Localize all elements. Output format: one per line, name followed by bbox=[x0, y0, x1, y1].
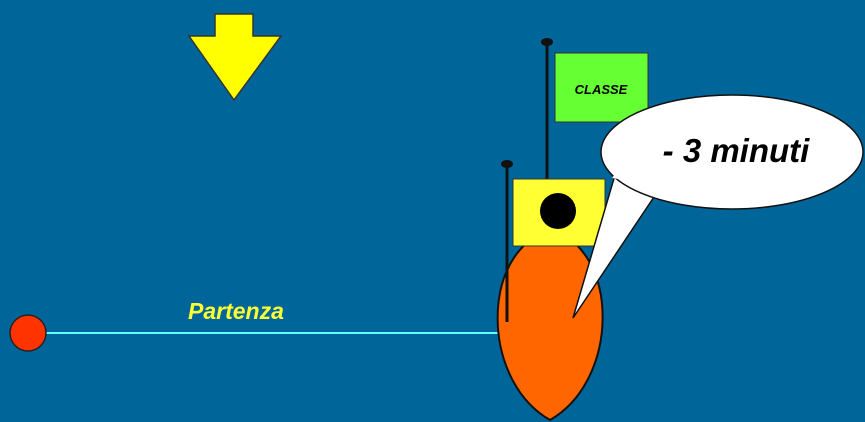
start-line-label: Partenza bbox=[188, 298, 284, 324]
down-arrow-icon bbox=[189, 14, 281, 100]
class-flag-pole bbox=[541, 38, 553, 185]
committee-boat bbox=[498, 230, 603, 420]
speech-bubble: - 3 minuti bbox=[573, 95, 863, 318]
start-buoy bbox=[10, 315, 46, 351]
speech-text: - 3 minuti bbox=[663, 132, 810, 169]
black-disc-icon bbox=[540, 193, 576, 229]
class-flag-label: CLASSE bbox=[575, 82, 628, 97]
prep-flag bbox=[513, 179, 605, 246]
class-flag: CLASSE bbox=[555, 53, 648, 122]
